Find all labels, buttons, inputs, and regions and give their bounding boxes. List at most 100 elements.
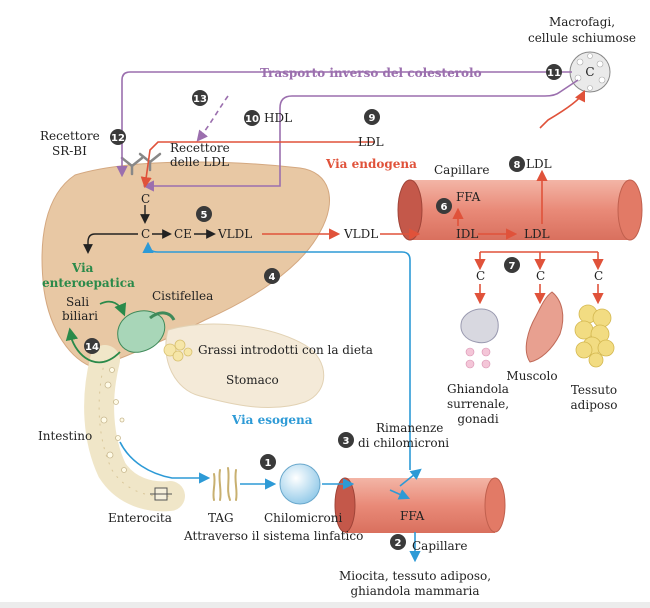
svg-text:9: 9 [369, 113, 376, 124]
vldl-vessel-label: VLDL [343, 227, 378, 241]
ffa-top-label: FFA [456, 190, 481, 204]
svg-text:2: 2 [395, 538, 402, 549]
c-upper-label: C [141, 192, 150, 206]
svg-text:4: 4 [269, 272, 276, 283]
svg-text:5: 5 [201, 210, 208, 221]
adipose-label-1: Tessuto [571, 383, 617, 397]
c-tissue-1-label: C [476, 269, 485, 283]
adipose-label-2: adiposo [571, 398, 618, 412]
badge-4: 4 [264, 268, 280, 284]
c-tissue-3-label: C [594, 269, 603, 283]
svg-text:13: 13 [193, 94, 207, 105]
endogenous-arrows [140, 89, 604, 305]
macrophage-c-label: C [585, 65, 594, 79]
liver-shape [41, 161, 330, 369]
ldl-receptor-label-2: delle LDL [170, 155, 229, 169]
remnants-label-2: di chilomicroni [358, 436, 449, 450]
sr-bi-label-1: Recettore [40, 129, 100, 143]
chylomicron-particle [279, 463, 321, 505]
macrophages-label-2: cellule schiumose [528, 31, 636, 45]
capillary-upper [397, 179, 643, 241]
badge-6: 6 [436, 198, 452, 214]
badge-9: 9 [364, 109, 380, 125]
svg-text:8: 8 [514, 160, 521, 171]
enterohepatic-label-1: Via [71, 261, 94, 275]
svg-text:11: 11 [547, 68, 561, 79]
endogenous-label: Via endogena [325, 157, 417, 171]
enterocyte-icon [150, 487, 172, 501]
dietary-fat-blob [163, 339, 193, 362]
svg-text:10: 10 [245, 114, 259, 125]
badge-7: 7 [504, 257, 520, 273]
enterohepatic-arrows [65, 300, 127, 364]
exogenous-label: Via esogena [231, 413, 313, 427]
vldl-liver-label: VLDL [217, 227, 252, 241]
gallbladder-shape [117, 310, 166, 353]
svg-text:7: 7 [509, 261, 516, 272]
c-tissue-2-label: C [536, 269, 545, 283]
badge-12: 12 [110, 129, 126, 145]
ffa-bottom-label: FFA [400, 509, 425, 523]
svg-text:1: 1 [265, 458, 272, 469]
capillary-top-label: Capillare [434, 163, 490, 177]
c-mid-label: C [141, 227, 150, 241]
badge-1: 1 [260, 454, 276, 470]
reverse-transport-arrows [116, 71, 579, 192]
enterohepatic-label-2: enteroepatica [42, 276, 135, 290]
idl-label: IDL [456, 227, 478, 241]
targets-bottom-label-2: ghiandola mammaria [350, 584, 479, 598]
adipose-tissue-shape [574, 304, 615, 368]
adrenal-label-3: gonadi [457, 412, 498, 426]
ldl-top-label: LDL [358, 135, 384, 149]
ldl-receptor-icon [138, 152, 162, 172]
dietary-fats-label: Grassi introdotti con la dieta [198, 343, 373, 357]
exogenous-arrows [119, 241, 422, 563]
chylomicrons-label: Chilomicroni [264, 511, 342, 525]
labels: Macrofagi, cellule schiumose C Trasporto… [38, 15, 636, 598]
stomach-shape [165, 323, 325, 409]
enterocyte-label: Enterocita [108, 511, 172, 525]
step-badges: 1 2 3 4 5 6 7 8 9 10 11 12 13 14 [84, 64, 562, 550]
badge-3: 3 [338, 432, 354, 448]
macrophages-label-1: Macrofagi, [549, 15, 615, 29]
svg-text:6: 6 [441, 202, 448, 213]
ce-label: CE [174, 227, 192, 241]
sr-bi-label-2: SR-BI [52, 144, 87, 158]
capillary-bottom-label: Capillare [412, 539, 468, 553]
sr-bi-receptor-icon [120, 156, 144, 176]
intestine-label: Intestino [38, 429, 92, 443]
svg-text:14: 14 [85, 342, 99, 353]
tag-fibers-icon [212, 467, 238, 501]
liver-internal-arrows [83, 205, 216, 254]
bile-salts-label-1: Sali [66, 295, 89, 309]
muscle-label: Muscolo [506, 369, 557, 383]
lymph-label: Attraverso il sistema linfatico [183, 529, 363, 543]
tag-label: TAG [208, 511, 234, 525]
badge-8: 8 [509, 156, 525, 172]
reverse-transport-label: Trasporto inverso del colesterolo [260, 66, 482, 80]
badge-2: 2 [390, 534, 406, 550]
stomach-label: Stomaco [226, 373, 279, 387]
capillary-lower [334, 477, 506, 533]
svg-text:12: 12 [111, 133, 125, 144]
badge-14: 14 [84, 338, 100, 354]
muscle-shape [525, 291, 564, 363]
adrenal-label-2: surrenale, [447, 397, 509, 411]
ldl-receptor-label-1: Recettore [170, 141, 230, 155]
badge-11: 11 [546, 64, 562, 80]
badge-10: 10 [244, 110, 260, 126]
footer-rule [0, 602, 650, 608]
macrophage-cell [569, 51, 611, 93]
adrenal-label-1: Ghiandola [447, 382, 509, 396]
adrenal-gland-shape [460, 308, 499, 369]
targets-bottom-label-1: Miocita, tessuto adiposo, [339, 569, 491, 583]
badge-13: 13 [192, 90, 208, 106]
svg-text:3: 3 [343, 436, 350, 447]
gallbladder-label: Cistifellea [152, 289, 213, 303]
intestine-shape [84, 345, 185, 512]
bile-salts-label-2: biliari [62, 309, 98, 323]
ldl-vessel-label: LDL [524, 227, 550, 241]
ldl-right-label: LDL [526, 157, 552, 171]
